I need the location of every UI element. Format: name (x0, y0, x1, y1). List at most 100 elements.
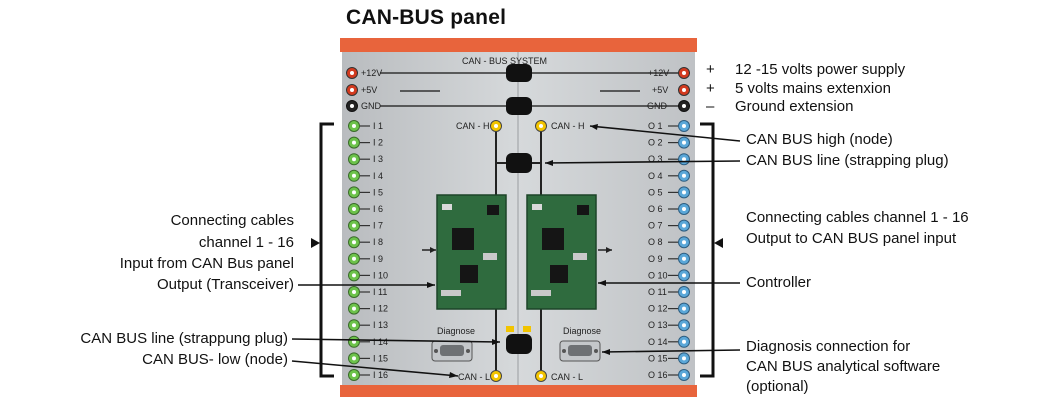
input-label-12: I 12 (373, 304, 388, 314)
output-label-14: O 14 (648, 337, 668, 347)
input-label-15: I 15 (373, 353, 388, 363)
callout-can-line (544, 160, 741, 166)
caption-ground-extension: Ground extension (735, 98, 854, 115)
power-socket-left-gnd (346, 100, 358, 112)
caption-power-supply: 12 -15 volts power supply (735, 61, 906, 78)
mains-plus-sign: + (706, 80, 715, 97)
power-socket-left-12v (346, 67, 358, 79)
input-label-10: I 10 (373, 270, 388, 280)
power-left-12v-label: +12V (361, 68, 382, 78)
input-socket-8: I 8 (348, 236, 383, 249)
callout-controller (598, 280, 740, 286)
callout-can-high (589, 124, 741, 142)
output-label-12: O 12 (648, 304, 668, 314)
caption-connecting-in-1: Connecting cables (170, 212, 294, 229)
callout-transceiver (298, 282, 435, 288)
input-socket-15: I 15 (348, 352, 388, 365)
output-label-8: O 8 (648, 237, 663, 247)
callout-can-line-low (291, 338, 501, 345)
output-label-16: O 16 (648, 370, 668, 380)
input-socket-1: I 1 (348, 120, 383, 132)
power-right-5v-label: +5V (652, 85, 668, 95)
output-label-9: O 9 (648, 254, 663, 264)
can-h-right-socket (535, 120, 547, 132)
panel-frame-bottom (340, 385, 697, 397)
output-label-1: O 1 (648, 121, 663, 131)
input-label-3: I 3 (373, 154, 383, 164)
input-socket-12: I 12 (348, 302, 388, 315)
output-label-15: O 15 (648, 353, 668, 363)
caption-connecting-out-1: Connecting cables channel 1 - 16 (746, 209, 969, 226)
can-l-left-socket (490, 370, 502, 382)
output-socket-2: O 2 (648, 136, 690, 149)
input-label-13: I 13 (373, 320, 388, 330)
io-socket-columns: I 1I 2I 3I 4I 5I 6I 7I 8I 9I 10I 11I 12I… (348, 120, 690, 381)
callout-diagnosis (601, 349, 741, 355)
output-socket-12: O 12 (648, 302, 690, 315)
can-l-left-label: CAN - L (458, 372, 490, 382)
diagnose-connector-left (431, 340, 473, 362)
output-label-13: O 13 (648, 320, 668, 330)
input-socket-13: I 13 (348, 319, 388, 332)
input-socket-10: I 10 (348, 269, 388, 282)
caption-can-bus-line: CAN BUS line (strapping plug) (746, 152, 949, 169)
power-plus-sign: + (706, 61, 715, 78)
caption-connecting-in-2: channel 1 - 16 (198, 234, 294, 251)
output-label-11: O 11 (648, 287, 667, 297)
output-label-7: O 7 (648, 221, 663, 231)
output-socket-8: O 8 (648, 236, 690, 249)
input-label-16: I 16 (373, 370, 388, 380)
output-socket-5: O 5 (648, 186, 690, 199)
output-label-5: O 5 (648, 187, 663, 197)
right-bracket (700, 122, 715, 378)
input-label-8: I 8 (373, 237, 383, 247)
output-socket-6: O 6 (648, 203, 690, 215)
output-socket-4: O 4 (648, 169, 690, 182)
caption-connecting-out-2: Output to CAN BUS panel input (746, 230, 957, 247)
diagram-title: CAN-BUS panel (346, 6, 507, 29)
strapping-plug-power-2 (506, 97, 532, 115)
input-label-11: I 11 (373, 287, 387, 297)
input-socket-9: I 9 (348, 252, 383, 265)
output-socket-10: O 10 (648, 269, 690, 282)
input-socket-16: I 16 (348, 369, 388, 381)
strapping-plug-power-1 (506, 64, 532, 82)
caption-can-bus-line-low: CAN BUS line (strappung plug) (80, 330, 288, 347)
callout-can-low (291, 360, 459, 378)
input-label-9: I 9 (373, 254, 383, 264)
input-socket-3: I 3 (348, 153, 383, 166)
power-left-5v-label: +5V (361, 85, 377, 95)
power-right-gnd-label: GND (647, 101, 668, 111)
controller-board-left (436, 194, 507, 310)
caption-diagnosis-2: CAN BUS analytical software (746, 358, 941, 375)
power-left-gnd-label: GND (361, 101, 382, 111)
caption-mains-extension: 5 volts mains extenxion (735, 80, 891, 97)
caption-connecting-in-4: Output (Transceiver) (157, 276, 294, 293)
strapping-plug-can-low (506, 334, 532, 354)
output-socket-13: O 13 (648, 319, 690, 332)
can-l-right-socket (535, 370, 547, 382)
output-socket-16: O 16 (648, 369, 690, 381)
caption-diagnosis-3: (optional) (746, 378, 809, 395)
input-label-14: I 14 (373, 337, 388, 347)
caption-can-bus-high: CAN BUS high (node) (746, 131, 893, 148)
can-h-left-socket (490, 120, 502, 132)
ground-minus-sign: – (706, 98, 715, 115)
can-h-left-label: CAN - H (456, 121, 490, 131)
output-label-4: O 4 (648, 171, 663, 181)
input-label-6: I 6 (373, 204, 383, 214)
input-socket-11: I 11 (348, 286, 387, 298)
power-right-12v-label: +12V (648, 68, 669, 78)
diagnose-connector-right (559, 340, 601, 362)
power-socket-right-gnd (678, 100, 690, 112)
caption-connecting-in-3: Input from CAN Bus panel (119, 255, 294, 272)
panel-top-label: CAN - BUS SYSTEM (462, 56, 547, 66)
input-socket-2: I 2 (348, 136, 383, 149)
input-label-1: I 1 (373, 121, 383, 131)
left-bracket (319, 122, 334, 378)
controller-board-right (526, 194, 597, 310)
power-socket-right-12v (678, 67, 690, 79)
diagnose-left-label: Diagnose (437, 326, 475, 336)
output-socket-7: O 7 (648, 219, 690, 232)
